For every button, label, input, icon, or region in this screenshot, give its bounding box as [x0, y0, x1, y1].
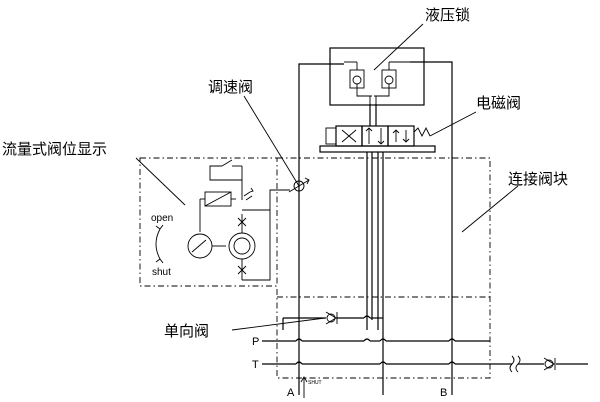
- solenoid-valve: [319, 125, 436, 153]
- label-port-p: P: [252, 336, 259, 348]
- label-port-a: A: [287, 387, 295, 399]
- label-speed-valve: 调速阀: [208, 78, 253, 96]
- return-check-valve-symbol: [543, 357, 556, 371]
- connection-block-box: [276, 157, 491, 379]
- a-inflow-arrow: [300, 376, 308, 398]
- flow-indicator-components: [155, 159, 290, 281]
- label-open: open: [151, 213, 173, 224]
- leader-lines: [135, 23, 519, 331]
- label-port-t: T: [252, 359, 259, 371]
- label-flow-indicator: 流量式阀位显示: [2, 140, 107, 158]
- port-lines: [262, 286, 588, 395]
- label-shut: shut: [152, 267, 171, 278]
- label-check-valve: 单向阀: [164, 322, 209, 340]
- label-solenoid-valve: 电磁阀: [476, 94, 521, 112]
- label-hydraulic-lock: 液压锁: [425, 6, 470, 24]
- label-port-b: B: [440, 387, 447, 399]
- label-connection-block: 连接阀块: [508, 170, 568, 188]
- hydraulic-lock: [329, 47, 425, 106]
- flow-indicator-box: [139, 157, 278, 287]
- check-valve-symbol: [325, 311, 338, 325]
- label-port-a-sub: SHUT: [308, 380, 322, 386]
